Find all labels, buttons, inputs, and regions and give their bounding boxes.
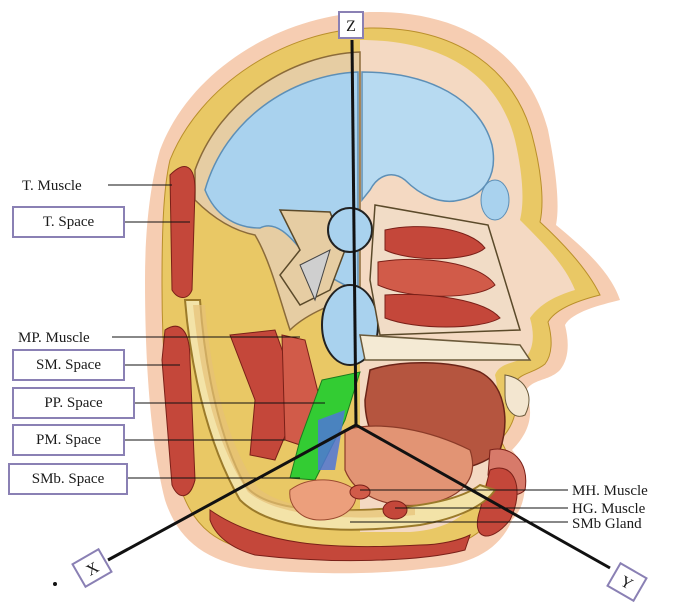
hyoglossus-muscle <box>383 501 407 519</box>
y-axis-tag: Y <box>608 563 647 601</box>
label-t-muscle: T. Muscle <box>22 178 82 194</box>
mylohyoid-muscle <box>350 485 370 499</box>
z-axis-tag: Z <box>339 12 363 38</box>
ear-blue <box>481 180 509 220</box>
temporalis-muscle <box>170 167 195 298</box>
label-smb-gland: SMb Gland <box>572 516 642 532</box>
orbit-upper <box>328 208 372 252</box>
svg-text:Z: Z <box>346 18 356 35</box>
x-axis-tag: X <box>73 549 112 587</box>
box-t-space: T. Space <box>12 206 125 238</box>
box-pp-space: PP. Space <box>12 387 135 419</box>
box-sm-space: SM. Space <box>12 349 125 381</box>
box-smb-space: SMb. Space <box>8 463 128 495</box>
box-pm-space: PM. Space <box>12 424 125 456</box>
dot-marker <box>53 582 57 586</box>
label-mh-muscle: MH. Muscle <box>572 483 648 499</box>
label-hg-muscle: HG. Muscle <box>572 501 646 517</box>
label-mp-muscle: MP. Muscle <box>18 330 90 346</box>
